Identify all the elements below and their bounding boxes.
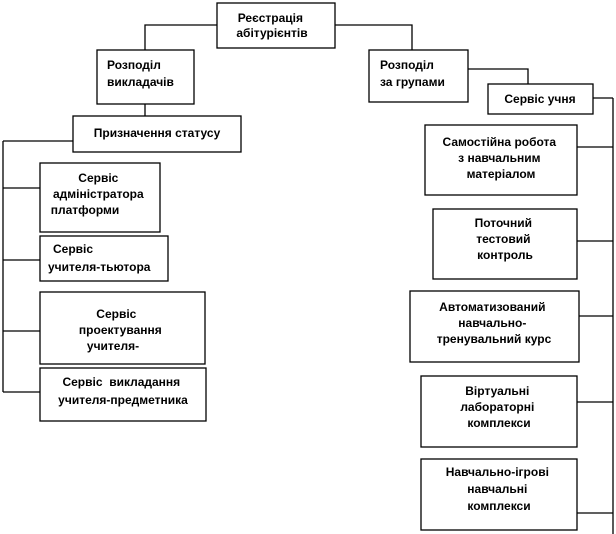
connector-reg-to-groups [335,24,413,50]
node-text-line: Поточний [475,216,532,230]
svg-text:Сервіс учня: Сервіс учня [504,92,575,106]
svg-text:Призначення статусу: Призначення статусу [94,126,221,140]
node-text-line: Призначення статусу [94,126,221,140]
node-text-line: комплекси [467,416,530,430]
svg-text:Розподіл викладачів: Розподіл викладачів [107,58,174,89]
node-auto-course: Автоматизований навчально- тренувальний … [409,290,580,363]
node-text-line: Віртуальні [465,384,529,398]
connector-reg-to-teachers [144,24,217,50]
node-text-line: учителя-тьютора [48,260,151,274]
svg-text:Віртуальні лабораторні: Віртуальні лабораторні комплекси [460,384,537,430]
node-current-test: Поточний тестовий контроль [432,208,578,280]
node-text-line: з навчальним [458,151,540,165]
node-text-line: контроль [477,248,533,262]
node-text-line: навчальні [467,482,527,496]
node-virtual-labs: Віртуальні лабораторні комплекси [420,375,578,448]
svg-text:Сервіс учителя-тьютора: Сервіс учителя-тьютора [48,242,151,274]
node-text-line: Сервіс учня [504,92,575,106]
node-game-complexes: Навчально-ігрові навчальні комплекси [420,458,578,531]
node-text-line: Навчально-ігрові [446,465,549,479]
connectors [2,24,614,534]
svg-text:Сервіс проектування: Сервіс проектування учителя- [79,307,165,353]
node-text-line: Сервіс [96,307,136,321]
node-teacher-distribution: Розподіл викладачів [96,49,195,105]
node-text-line: Сервіс [53,242,93,256]
node-status-assignment: Призначення статусу [72,115,242,153]
node-tutor-service: Сервіс учителя-тьютора [39,235,169,282]
node-text-line: навчально- [458,316,526,330]
node-text-line: за групами [380,75,445,89]
node-text-line: Сервіс [78,171,118,185]
node-design-service: Сервіс проектування учителя- [39,291,206,365]
svg-text:Сервіс викладання учите: Сервіс викладання учителя-предметника [58,375,188,407]
node-text-line: учителя-предметника [58,393,188,407]
node-text-line: абітурієнтів [236,26,307,40]
svg-text:Реєстрація абітурієнтів: Реєстрація абітурієнтів [236,11,307,40]
svg-text:Сервіс адміністратора: Сервіс адміністратора платформи [51,171,147,217]
node-text-line: Автоматизований [439,300,545,314]
node-self-study: Самостійна робота з навчальним матеріало… [424,124,578,196]
node-text-line: платформи [51,203,120,217]
svg-text:Поточний тестовий: Поточний тестовий контроль [475,216,536,262]
node-text-line: Розподіл [107,58,161,72]
connector-groups-to-student [468,68,529,84]
node-text-line: учителя- [87,339,139,353]
svg-text:Навчально-ігрові навчаль: Навчально-ігрові навчальні комплекси [446,465,553,513]
node-text-line: Сервіс викладання [62,375,180,389]
node-registration: Реєстрація абітурієнтів [216,2,336,49]
node-text-line: тренувальний курс [437,332,552,346]
node-text-line: Реєстрація [238,11,303,25]
node-text-line: Самостійна робота [443,135,557,149]
node-text-line: Розподіл [380,58,434,72]
node-student-service: Сервіс учня [487,83,594,115]
node-admin-service: Сервіс адміністратора платформи [39,162,161,233]
svg-text:Автоматизований навчальн: Автоматизований навчально- тренувальний … [437,300,552,346]
node-text-line: лабораторні [460,400,534,414]
node-text-line: тестовий [476,232,530,246]
node-group-distribution: Розподіл за групами [368,49,469,103]
node-subject-teacher-service: Сервіс викладання учителя-предметника [39,367,207,422]
node-text-line: викладачів [107,75,174,89]
node-text-line: матеріалом [467,167,536,181]
node-text-line: комплекси [467,499,530,513]
svg-text:Самостійна робота з навч: Самостійна робота з навчальним матеріало… [443,135,560,181]
svg-text:Розподіл за групами: Розподіл за групами [380,58,445,89]
node-text-line: адміністратора [53,187,144,201]
node-text-line: проектування [79,323,162,337]
